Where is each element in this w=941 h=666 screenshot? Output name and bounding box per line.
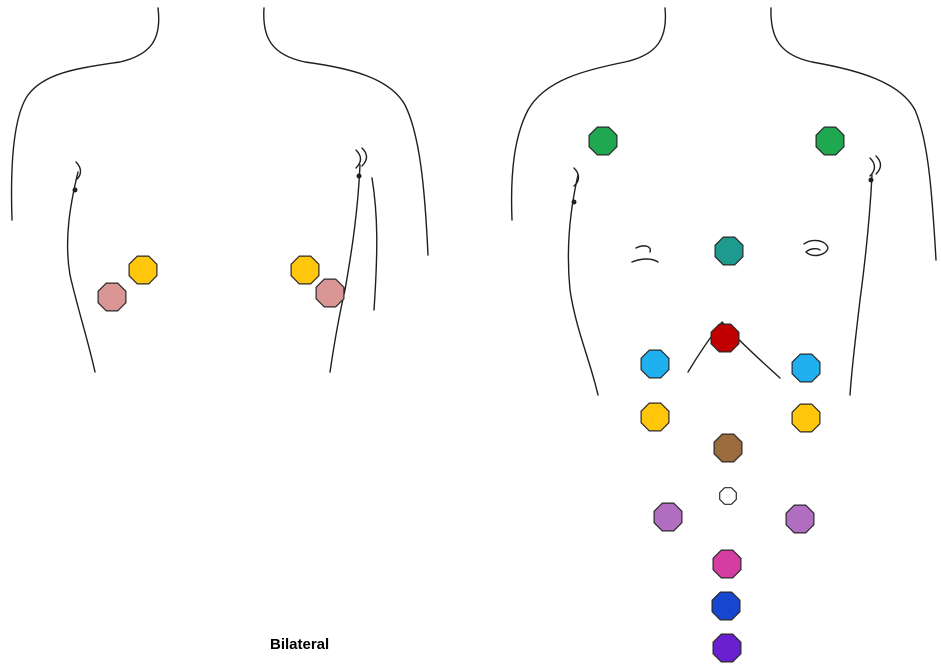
right-figure-right-mark bbox=[574, 168, 579, 186]
right-figure-left-nipple bbox=[804, 241, 828, 256]
left-figure-right-dot bbox=[73, 188, 78, 193]
right-torso-figure bbox=[512, 8, 936, 662]
point-red-xiphoid bbox=[711, 324, 739, 352]
caption-bilateral: Bilateral bbox=[270, 636, 329, 653]
right-figure-left-arm-line bbox=[850, 175, 872, 395]
point-light-blue-left bbox=[792, 354, 820, 382]
right-figure-neck-right bbox=[512, 8, 666, 220]
left-figure-neck-right bbox=[12, 8, 159, 220]
right-figure-right-arm-line bbox=[568, 175, 598, 395]
left-figure-right-arm-line bbox=[68, 172, 95, 372]
point-blue-midline bbox=[712, 592, 740, 620]
point-white-navel bbox=[720, 488, 737, 505]
point-light-blue-right bbox=[641, 350, 669, 378]
right-figure-right-dot bbox=[572, 200, 577, 205]
point-teal-sternum bbox=[715, 237, 743, 265]
right-figure-left-mark bbox=[870, 156, 881, 176]
point-green-left-shoulder bbox=[816, 127, 844, 155]
point-green-right-shoulder bbox=[589, 127, 617, 155]
left-figure-neck-left bbox=[264, 8, 428, 255]
point-yellow-left-side bbox=[291, 256, 319, 284]
point-violet-midline bbox=[713, 634, 741, 662]
point-brown-midline bbox=[714, 434, 742, 462]
right-figure-left-dot bbox=[869, 178, 874, 183]
point-magenta-midline bbox=[713, 550, 741, 578]
point-lavender-left-lower bbox=[786, 505, 814, 533]
left-figure-right-edge bbox=[372, 178, 377, 310]
point-yellow-left-abdomen bbox=[792, 404, 820, 432]
right-figure-right-nipple bbox=[632, 246, 658, 262]
right-figure-neck-left bbox=[771, 8, 936, 260]
point-yellow-right-abdomen bbox=[641, 403, 669, 431]
point-pink-left-side bbox=[316, 279, 344, 307]
left-torso-figure bbox=[12, 8, 428, 372]
point-yellow-right-side bbox=[129, 256, 157, 284]
point-lavender-right-lower bbox=[654, 503, 682, 531]
point-pink-right-side bbox=[98, 283, 126, 311]
left-figure-left-arm-line bbox=[330, 165, 360, 372]
left-figure-points bbox=[98, 256, 344, 311]
left-figure-left-dot bbox=[357, 174, 362, 179]
right-figure-points bbox=[589, 127, 844, 662]
left-figure-left-mark bbox=[356, 148, 367, 168]
